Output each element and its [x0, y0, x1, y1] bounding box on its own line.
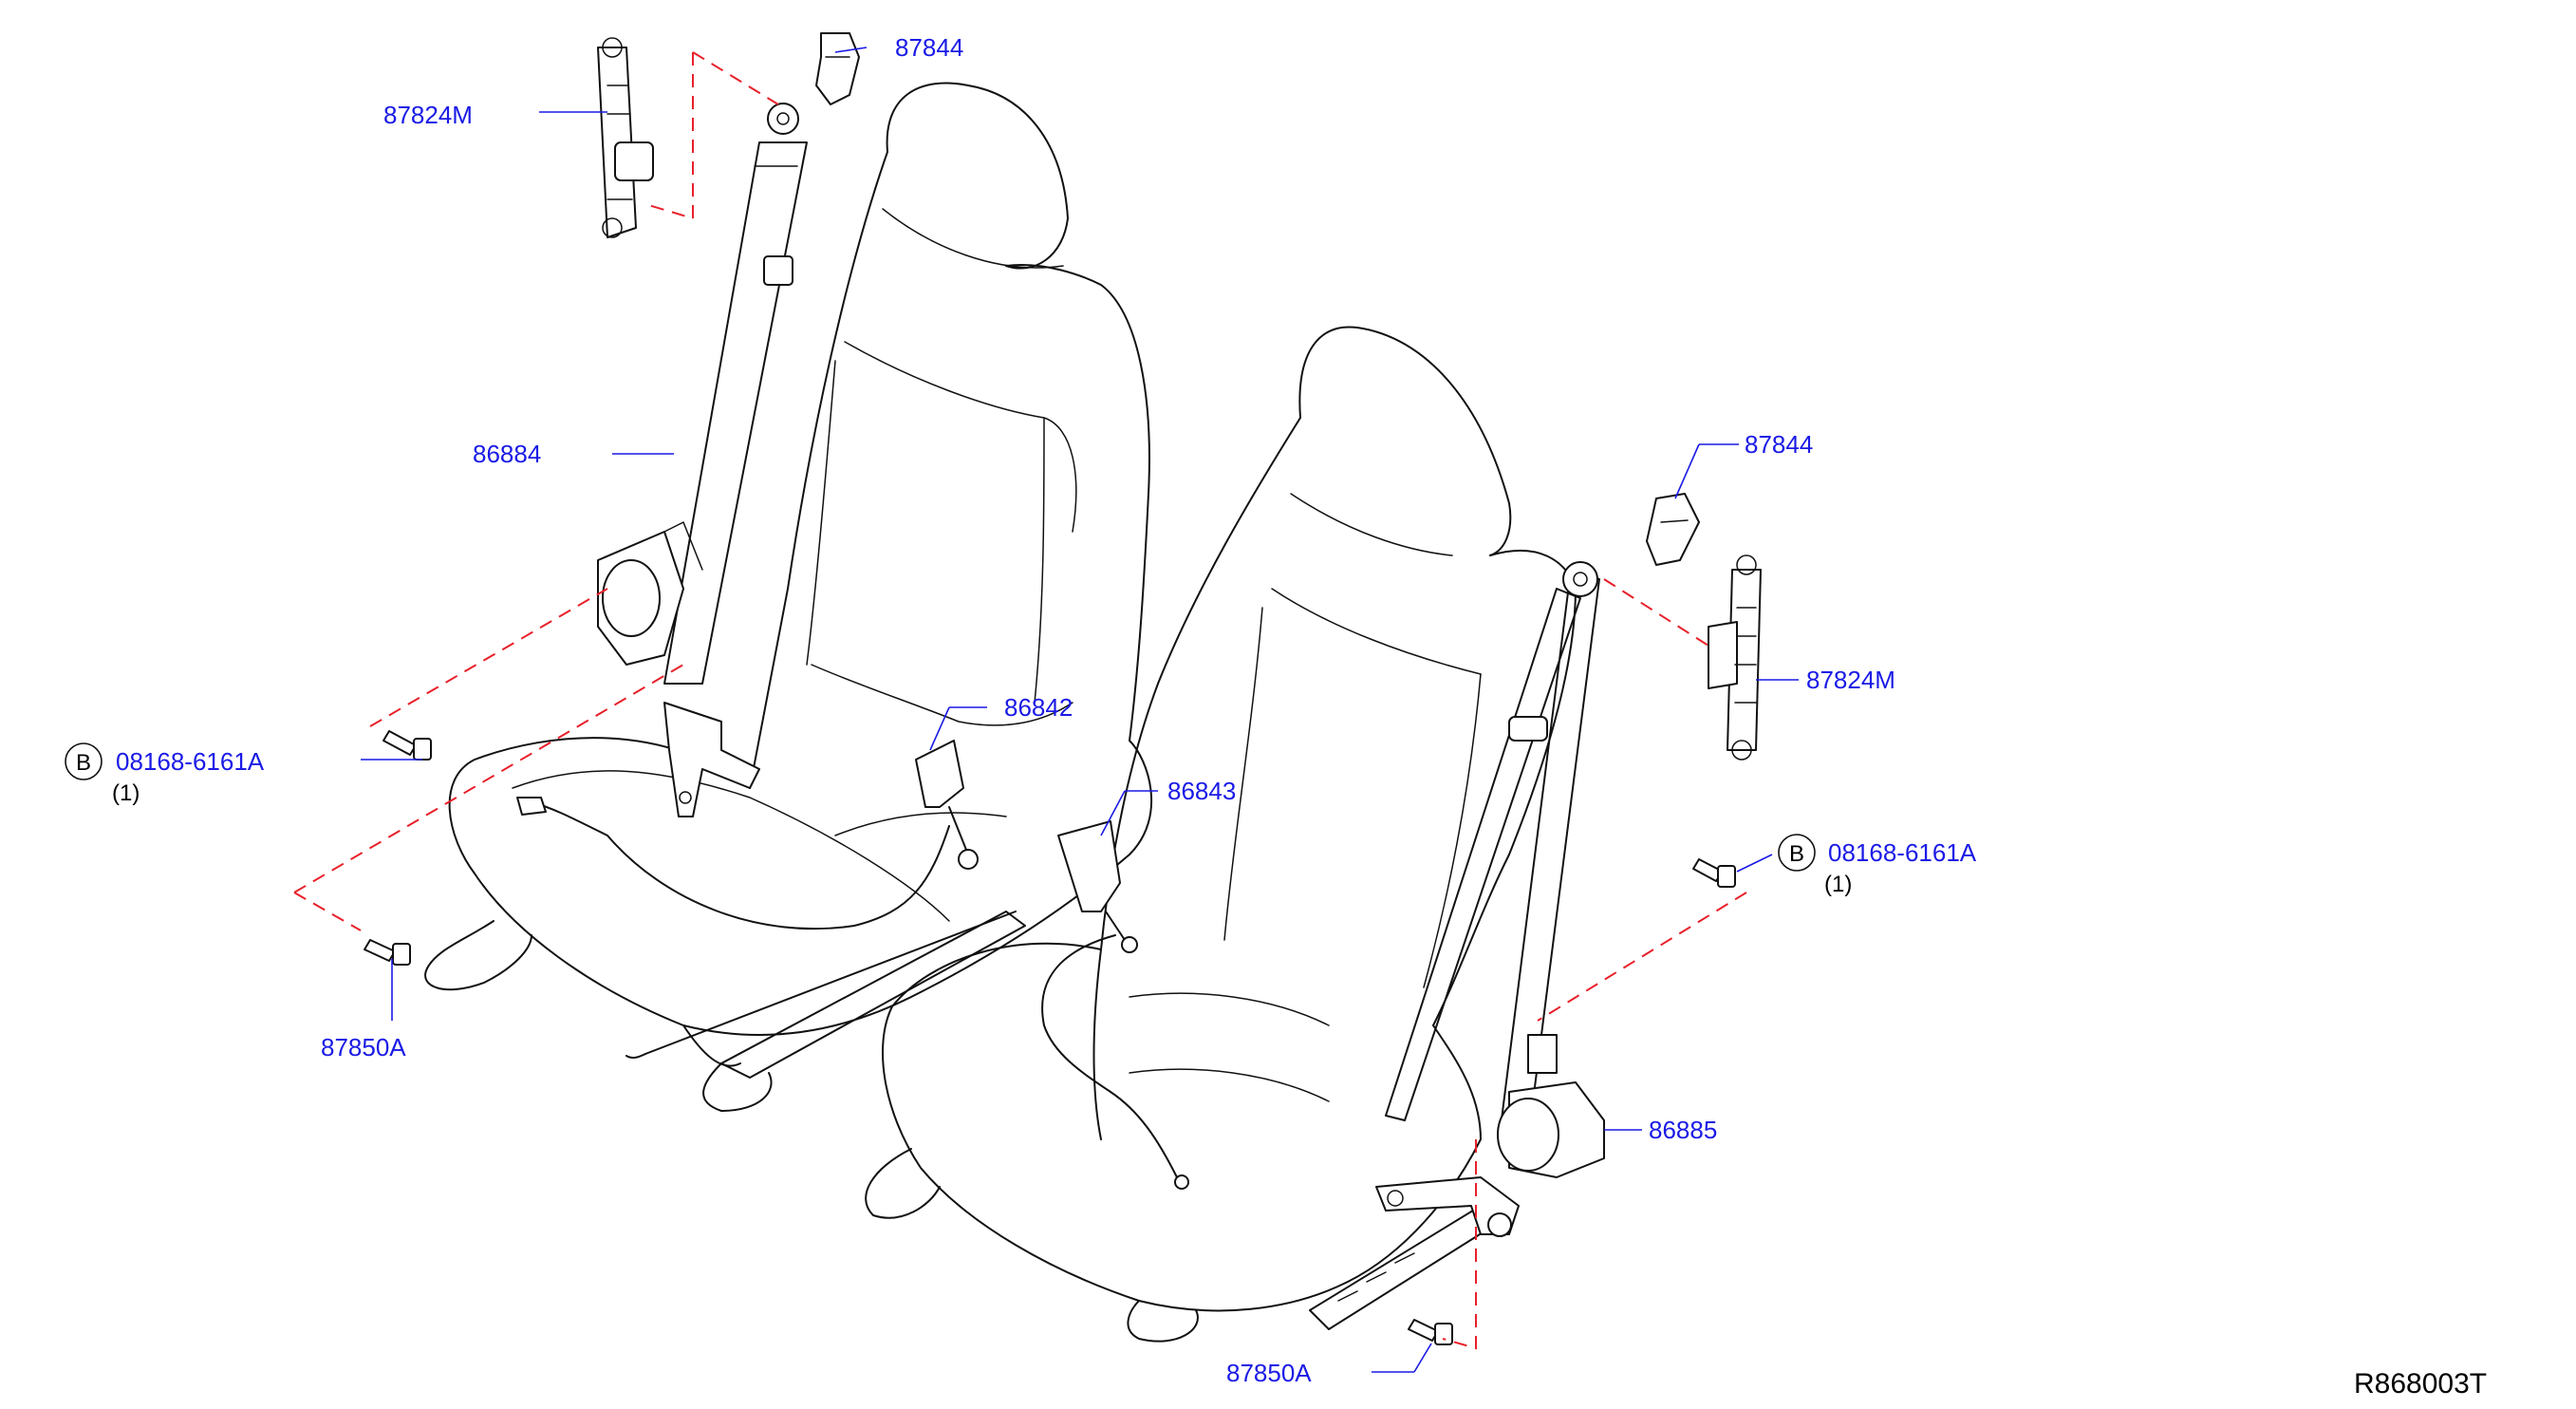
callout-86885: 86885: [1649, 1116, 1717, 1144]
callout-87850a-left: 87850A: [321, 1033, 406, 1061]
callout-87824m-left: 87824M: [383, 101, 473, 129]
seat-belt-86885: [1375, 561, 1605, 1237]
bolt-08168-right: [1692, 858, 1736, 888]
leader-lines: [361, 47, 1799, 1373]
part-number-08168-left: 08168-6161A: [116, 747, 265, 776]
clip-87844-right: [1646, 493, 1700, 566]
seat-rail-cable: [625, 911, 1017, 1060]
callout-87824m-right: 87824M: [1806, 666, 1895, 694]
bolt-08168-left: [383, 730, 432, 761]
buckle-86843: [1041, 820, 1189, 1190]
callout-86843: 86843: [1167, 777, 1236, 805]
clip-87844-top: [815, 32, 860, 105]
callout-87844-top: 87844: [895, 33, 963, 62]
callout-87850a-right: 87850A: [1226, 1359, 1312, 1387]
quantity-08168-left: (1): [112, 780, 140, 806]
badge-b-right: B: [1789, 841, 1804, 867]
callout-86842: 86842: [1004, 693, 1073, 722]
callout-87844-right: 87844: [1745, 430, 1813, 459]
diagram-reference-code: R868003T: [2354, 1368, 2487, 1400]
badge-b-left: B: [76, 750, 91, 776]
quantity-08168-right: (1): [1824, 872, 1852, 897]
callout-86884: 86884: [473, 440, 541, 468]
right-seat-drawing: [865, 326, 1577, 1343]
part-number-08168-right: 08168-6161A: [1828, 838, 1977, 867]
bolt-87850a-left: [364, 939, 411, 966]
callout-08168-left: B 08168-6161A (1): [65, 742, 265, 806]
adjuster-87824m-right: [1708, 554, 1762, 761]
assembly-guide-lines: [293, 51, 1747, 1350]
adjuster-87824m-left: [597, 37, 654, 238]
bolt-87850a-right: [1408, 1319, 1453, 1345]
buckle-86842: [516, 740, 979, 930]
seat-belt-86884: [597, 103, 808, 817]
callout-08168-right: B 08168-6161A (1): [1778, 834, 1977, 897]
